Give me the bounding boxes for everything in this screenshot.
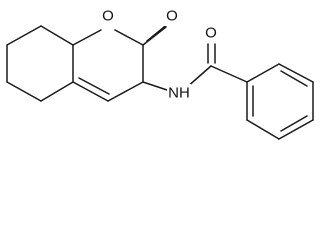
- amide-oxygen-label: O: [205, 25, 217, 42]
- amide-nitrogen-backdrop: [167, 84, 191, 102]
- amide-linker: [142, 43, 248, 92]
- bond: [280, 70, 308, 87]
- benzene-ring: [246, 63, 314, 140]
- pyranone-ring: [72, 22, 170, 102]
- bond: [72, 29, 102, 46]
- ring-oxygen-label: O: [102, 8, 114, 25]
- bond: [278, 119, 314, 140]
- bond: [107, 81, 144, 102]
- chemical-structure-diagram: O O O NH: [6, 8, 314, 140]
- bond: [278, 63, 314, 83]
- amide-nitrogen-label: NH: [168, 85, 190, 102]
- bond: [40, 81, 74, 102]
- bond: [78, 77, 110, 95]
- lactone-oxygen-backdrop: [164, 8, 180, 26]
- bond: [142, 81, 171, 92]
- bond: [142, 26, 167, 46]
- cyclohexane-ring: [6, 25, 74, 102]
- bond: [210, 65, 248, 83]
- ring-oxygen-backdrop: [100, 8, 116, 26]
- bond: [6, 81, 42, 102]
- bond: [280, 115, 308, 132]
- bond: [40, 25, 74, 46]
- lactone-carbonyl-oxygen-label: O: [166, 8, 178, 25]
- amide-oxygen-backdrop: [203, 24, 219, 42]
- bond: [246, 119, 280, 140]
- bond: [6, 25, 42, 46]
- bond: [72, 81, 109, 102]
- bond: [246, 63, 280, 83]
- bond: [114, 29, 144, 46]
